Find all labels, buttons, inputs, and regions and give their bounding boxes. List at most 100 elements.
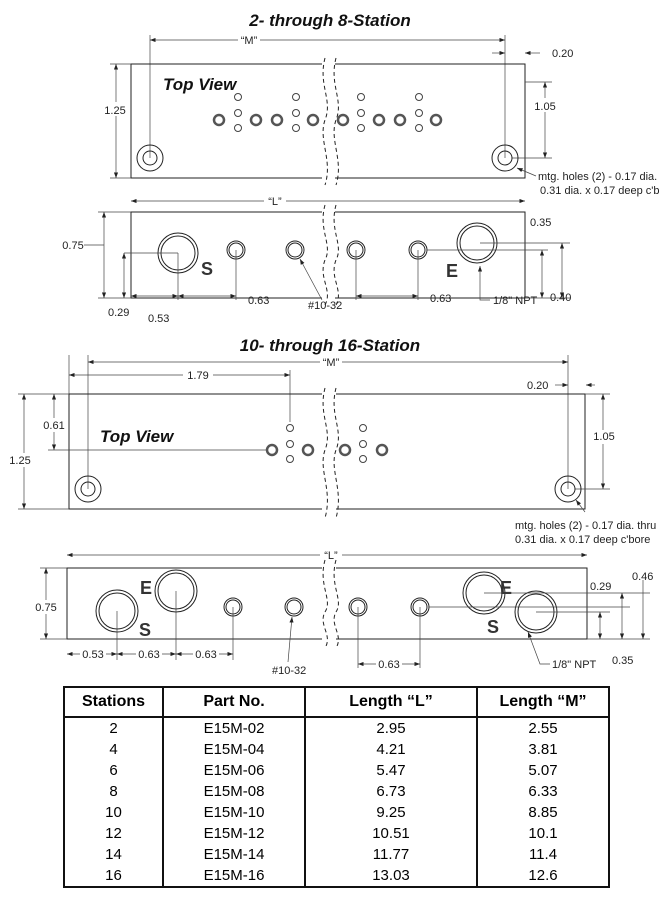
center-dim-label: 1.79 [187,370,208,382]
hole-height-label-2: 1.05 [593,431,614,443]
cell-part-no: E15M-16 [162,865,306,888]
cell-length-m: 3.81 [476,739,610,760]
cell-length-l: 2.95 [304,717,478,739]
header-stations: Stations [63,686,164,718]
cell-length-l: 11.77 [304,844,478,865]
valve-station-holes-2 [265,424,389,463]
cell-length-m: 8.85 [476,802,610,823]
cell-stations: 2 [63,717,164,739]
exhaust-port-label-left: E [140,578,152,598]
cell-part-no: E15M-10 [162,802,306,823]
mounting-holes [136,144,519,172]
cell-length-m: 2.55 [476,717,610,739]
pitch-right-label-2: 0.63 [378,659,399,671]
npt-label-2: 1/8" NPT [552,659,597,671]
center-height-label: 0.61 [43,420,64,432]
pitch-left-label: 0.63 [248,295,269,307]
cell-part-no: E15M-04 [162,739,306,760]
height-label: 1.25 [104,105,125,117]
top-view-outline [130,63,526,179]
mount-note-2-line1: mtg. holes (2) - 0.17 dia. thru [515,520,656,532]
top-view-label-2: Top View [100,427,175,446]
cell-part-no: E15M-02 [162,717,306,739]
edge-dim-label: 0.20 [552,48,573,60]
e-height-label: 0.29 [590,581,611,593]
cell-part-no: E15M-06 [162,760,306,781]
thread-label: #10-32 [308,300,342,312]
port-top-label: 0.35 [530,217,551,229]
cell-length-l: 9.25 [304,802,478,823]
valve-station-holes [212,93,443,132]
header-length-l: Length “L” [304,686,478,718]
front-view-outline-2 [66,567,588,640]
m-label-2: “M” [323,357,340,369]
mount-note-line2: 0.31 dia. x 0.17 deep c'b [540,185,660,197]
cell-length-l: 10.51 [304,823,478,844]
header-length-m: Length “M” [476,686,610,718]
hole-height-label: 1.05 [534,101,555,113]
l-label-2: “L” [324,550,338,562]
edge-dim-label-2: 0.20 [527,380,548,392]
s-height-label-2: 0.46 [632,571,653,583]
section1-title: 2- through 8-Station [248,11,410,30]
cell-stations: 16 [63,865,164,888]
cell-stations: 12 [63,823,164,844]
supply-port-label-left: S [139,620,151,640]
s-offset-label-2: 0.53 [82,649,103,661]
cell-part-no: E15M-08 [162,781,306,802]
mount-note-2-line2: 0.31 dia. x 0.17 deep c'bore [515,534,650,546]
manifold-drawing: 2- through 8-Station “M” 0.20 Top View 1… [8,11,660,677]
cell-stations: 4 [63,739,164,760]
cell-stations: 10 [63,802,164,823]
cell-length-m: 6.33 [476,781,610,802]
cell-length-l: 4.21 [304,739,478,760]
cell-stations: 6 [63,760,164,781]
port-bottom-label: 0.40 [550,292,571,304]
m-label: “M” [241,35,258,47]
exhaust-port-label: E [446,261,458,281]
cell-length-l: 5.47 [304,760,478,781]
header-part-no: Part No. [162,686,306,718]
cell-length-l: 13.03 [304,865,478,888]
cell-length-m: 10.1 [476,823,610,844]
front-view-outline [130,211,526,299]
front-height-label-2: 0.75 [35,602,56,614]
section2-title: 10- through 16-Station [240,336,420,355]
pitch-right-label: 0.63 [430,293,451,305]
front-height-label: 0.75 [62,240,83,252]
npt-label: 1/8" NPT [493,295,538,307]
cell-length-m: 12.6 [476,865,610,888]
height-label-2: 1.25 [9,455,30,467]
mounting-holes-2 [74,475,582,503]
cell-part-no: E15M-12 [162,823,306,844]
supply-port-label: S [201,259,213,279]
cell-stations: 8 [63,781,164,802]
cell-part-no: E15M-14 [162,844,306,865]
cell-length-m: 11.4 [476,844,610,865]
port-bottom-label-2: 0.35 [612,655,633,667]
supply-port-label-right: S [487,617,499,637]
table-header-row: Stations Part No. Length “L” Length “M” [63,686,610,718]
top-view-outline-2 [68,393,586,510]
exhaust-port-label-right: E [500,578,512,598]
part-number-table: Stations Part No. Length “L” Length “M” … [63,686,610,888]
pitch-a-label: 0.63 [138,649,159,661]
mount-note-line1: mtg. holes (2) - 0.17 dia. [538,171,657,183]
pitch-b-label: 0.63 [195,649,216,661]
s-offset-label: 0.53 [148,313,169,325]
cell-length-m: 5.07 [476,760,610,781]
l-label: “L” [268,196,282,208]
s-height-label: 0.29 [108,307,129,319]
cell-length-l: 6.73 [304,781,478,802]
cell-stations: 14 [63,844,164,865]
thread-label-2: #10-32 [272,665,306,677]
top-view-label: Top View [163,75,238,94]
